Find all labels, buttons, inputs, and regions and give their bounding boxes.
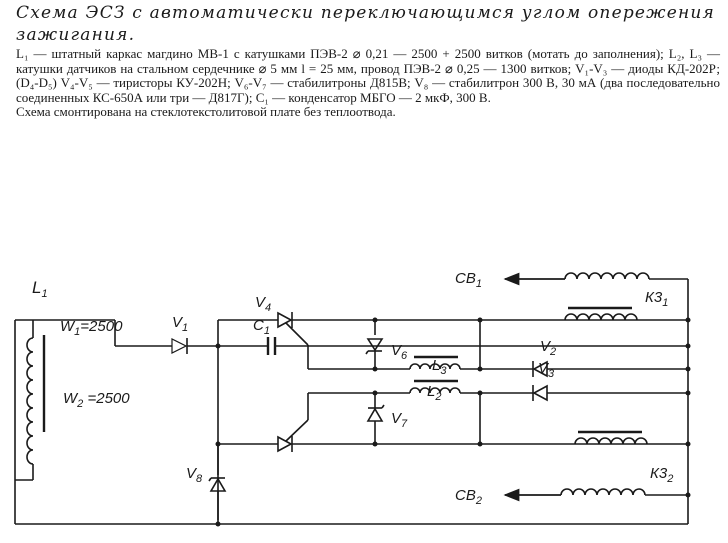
CB2-label: СВ2: [455, 487, 482, 507]
V2-label: V2: [540, 338, 556, 358]
ignition-coil-K32: [505, 430, 688, 496]
mounting-note: Схема смонтирована на стеклотекстолитово…: [16, 104, 396, 120]
zener-V6: [365, 320, 384, 369]
magneto-coil-L1: [14, 319, 688, 525]
zener-V8: [208, 444, 227, 524]
L2-label: L2: [427, 383, 441, 403]
thyristor-V5: [277, 419, 309, 453]
CB1-label: СВ1: [455, 270, 482, 290]
K32-label: К32: [650, 465, 673, 485]
diagram-title: Схема ЭСЗ с автоматически переключающимс…: [16, 3, 715, 45]
sensor-coil-L2: [409, 355, 461, 370]
sensor-coil-L3: [409, 379, 461, 394]
diode-V3: [532, 384, 548, 402]
C1-label: C1: [253, 317, 270, 337]
W2-label: W2 =2500: [63, 390, 130, 410]
V6-label: V6: [391, 342, 408, 362]
component-description: L₁ — штатный каркас магдино МВ-1 с катуш…: [16, 46, 720, 120]
V1-label: V1: [172, 314, 188, 334]
L1-label: L1: [32, 278, 48, 300]
V7-label: V7: [391, 410, 408, 430]
capacitor-C1: [266, 337, 277, 355]
V3-label: V3: [538, 360, 555, 380]
V4-label: V4: [255, 294, 271, 314]
component-list-text: L₁ — штатный каркас магдино МВ-1 с катуш…: [16, 46, 720, 105]
K31-label: К31: [645, 289, 668, 309]
diode-V1: [171, 338, 188, 354]
V8-label: V8: [186, 465, 203, 485]
W1-label: W1=2500: [60, 318, 123, 338]
zener-V7: [366, 393, 385, 444]
L3-label: L3: [432, 357, 447, 377]
